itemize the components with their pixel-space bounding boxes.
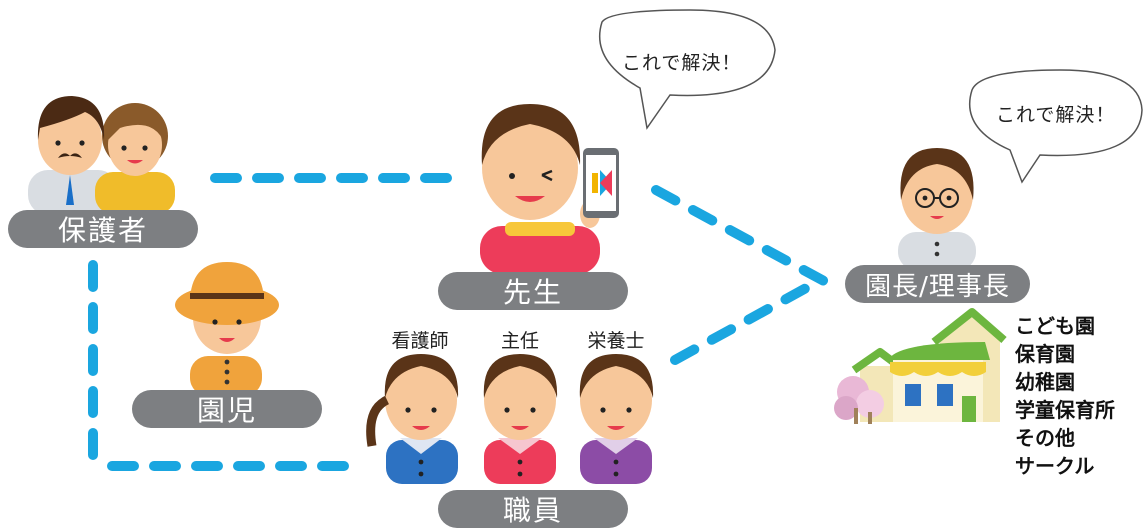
director-icon bbox=[898, 148, 976, 270]
connector-staff-director bbox=[670, 282, 813, 365]
staff-role-nutritionist: 栄養士 bbox=[587, 330, 645, 352]
staff-role-nurse: 看護師 bbox=[391, 330, 449, 352]
facility-list: こども園 保育園 幼稚園 学童保育所 その他 サークル bbox=[1015, 312, 1115, 480]
speech-text-teacher: これで解決！ bbox=[622, 52, 742, 74]
facility-item: こども園 bbox=[1015, 314, 1095, 338]
speech-bubble-teacher bbox=[598, 9, 776, 130]
facility-item: その他 bbox=[1015, 426, 1075, 450]
parents-icon bbox=[28, 96, 175, 215]
teacher-with-phone-icon bbox=[480, 104, 619, 274]
staff-label: 職員 bbox=[438, 490, 628, 528]
facility-item: サークル bbox=[1015, 454, 1095, 478]
school-building-icon bbox=[834, 308, 1007, 424]
teacher-label: 先生 bbox=[438, 272, 628, 310]
connector-lines bbox=[88, 173, 840, 471]
facility-item: 学童保育所 bbox=[1015, 398, 1115, 422]
connector-teacher-director bbox=[651, 185, 840, 292]
guardians-label: 保護者 bbox=[8, 210, 198, 248]
director-label: 園長/理事長 bbox=[845, 265, 1030, 303]
staff-role-head: 主任 bbox=[500, 330, 539, 352]
facility-item: 幼稚園 bbox=[1015, 370, 1075, 394]
staff-icon bbox=[366, 354, 654, 484]
facility-item: 保育園 bbox=[1015, 342, 1075, 366]
speech-bubble-director bbox=[968, 69, 1143, 184]
child-label: 園児 bbox=[132, 390, 322, 428]
child-with-hat-icon bbox=[175, 262, 279, 396]
speech-text-director: これで解決！ bbox=[996, 104, 1116, 126]
